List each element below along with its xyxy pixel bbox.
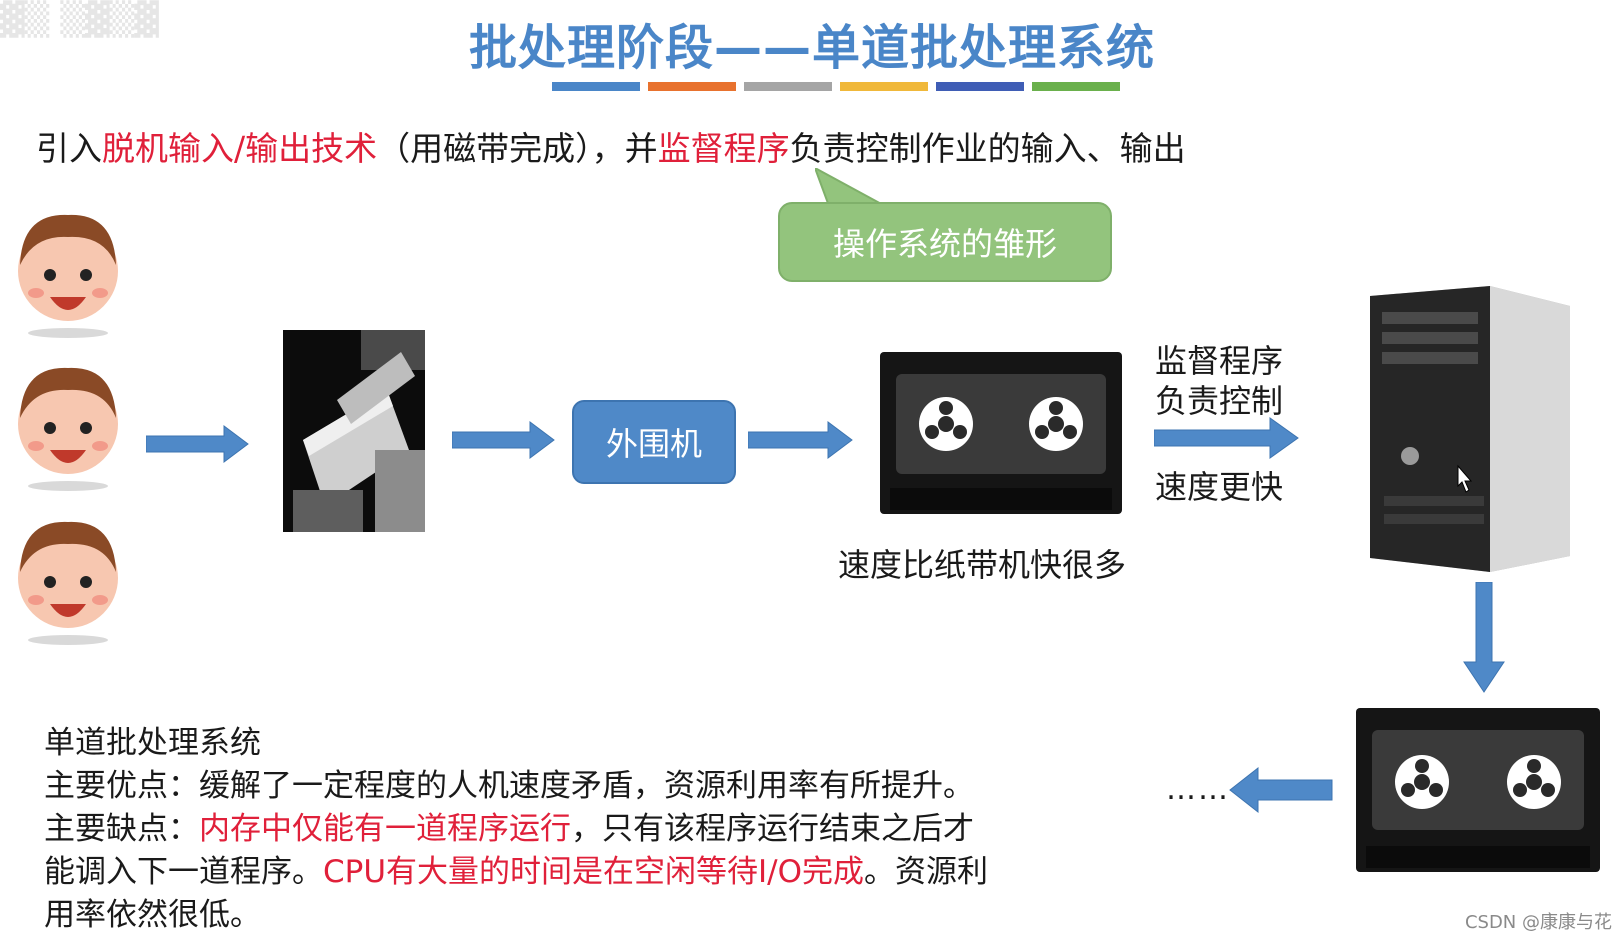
user-face-icon (18, 367, 118, 491)
user-face-icon (18, 521, 118, 645)
peripheral-machine-box: 外围机 (572, 400, 736, 484)
intro-part: 负责控制作业的输入、输出 (789, 129, 1186, 168)
summary-cons-line: 主要缺点：内存中仅能有一道程序运行，只有该程序运行结束之后才 (44, 808, 1134, 851)
title-stripe (840, 82, 928, 91)
page-title: 批处理阶段——单道批处理系统 (468, 20, 1155, 76)
arrow-right-icon (452, 421, 555, 459)
summary-heading: 单道批处理系统 (44, 725, 261, 761)
callout-bubble: 操作系统的雏形 (778, 202, 1112, 282)
summary-pros: 主要优点：缓解了一定程度的人机速度矛盾，资源利用率有所提升。 (44, 768, 974, 804)
summary-cons-label: 主要缺点： (44, 811, 199, 847)
summary-cons-text: 能调入下一道程序。 (44, 854, 323, 890)
intro-part: 引入 (36, 129, 102, 168)
tape-drive-icon (880, 352, 1122, 514)
tape-speed-label: 速度比纸带机快很多 (838, 546, 1127, 584)
summary-cons-text: ，只有该程序运行结束之后才 (571, 811, 974, 847)
summary-cons-text: 用率依然很低。 (44, 897, 261, 933)
intro-text: 引入脱机输入/输出技术（用磁带完成），并监督程序负责控制作业的输入、输出 (36, 122, 1186, 170)
monitor-label-line2: 负责控制 (1155, 382, 1284, 420)
intro-part: （用磁带完成），并 (377, 129, 658, 168)
tape-drive-icon (1356, 708, 1600, 872)
faded-logo: ▓▒ ▒▓▒▓ (0, 0, 159, 38)
intro-highlight: 监督程序 (657, 129, 790, 168)
computer-tower-icon (1370, 286, 1570, 572)
summary-cons-line: 能调入下一道程序。CPU有大量的时间是在空闲等待I/O完成。资源利 (44, 851, 1134, 894)
summary-cons-highlight: 内存中仅能有一道程序运行 (199, 811, 571, 847)
csdn-watermark: CSDN @康康与花 (1464, 912, 1612, 933)
monitor-label-line1: 监督程序 (1155, 342, 1284, 380)
continuation-ellipsis: …… (1166, 772, 1230, 807)
arrow-right-icon (1154, 417, 1299, 459)
arrow-right-icon (748, 421, 853, 459)
faster-label: 速度更快 (1155, 468, 1284, 506)
summary-block: 单道批处理系统 主要优点：缓解了一定程度的人机速度矛盾，资源利用率有所提升。 主… (44, 722, 1134, 937)
title-stripe (648, 82, 736, 91)
intro-highlight: 脱机输入/输出技术 (102, 129, 378, 168)
arrow-right-icon (146, 425, 249, 463)
arrow-left-icon (1229, 766, 1333, 814)
arrow-down-icon (1463, 582, 1505, 693)
title-stripe (1032, 82, 1120, 91)
title-stripe (936, 82, 1024, 91)
card-reader-icon (283, 330, 425, 532)
summary-cons-highlight: CPU有大量的时间是在空闲等待I/O完成 (323, 854, 865, 890)
user-face-icon (18, 214, 118, 338)
title-stripe (744, 82, 832, 91)
summary-cons-text: 。资源利 (864, 854, 989, 890)
title-stripe (552, 82, 640, 91)
